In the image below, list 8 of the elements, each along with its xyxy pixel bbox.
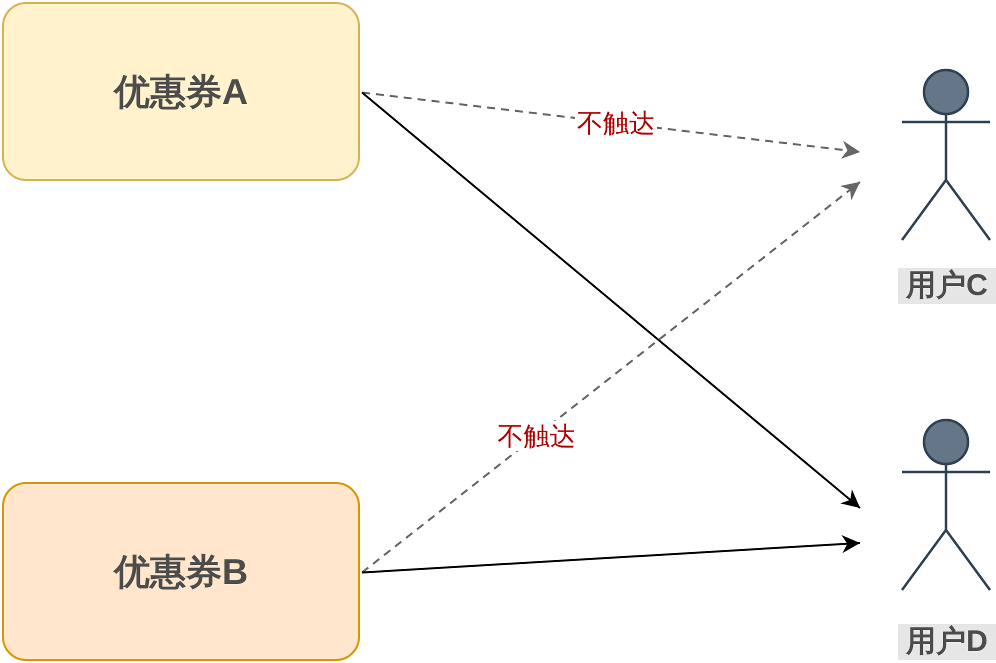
edge-label: 不触达 <box>574 108 657 138</box>
coupon-box: 优惠券A <box>2 2 360 181</box>
user-label: 用户D <box>898 624 996 660</box>
arrow <box>361 92 861 509</box>
coupon-box: 优惠券B <box>2 482 360 661</box>
dashed-arrow <box>361 181 861 574</box>
arrow <box>362 534 860 574</box>
user-label: 用户C <box>898 268 996 304</box>
